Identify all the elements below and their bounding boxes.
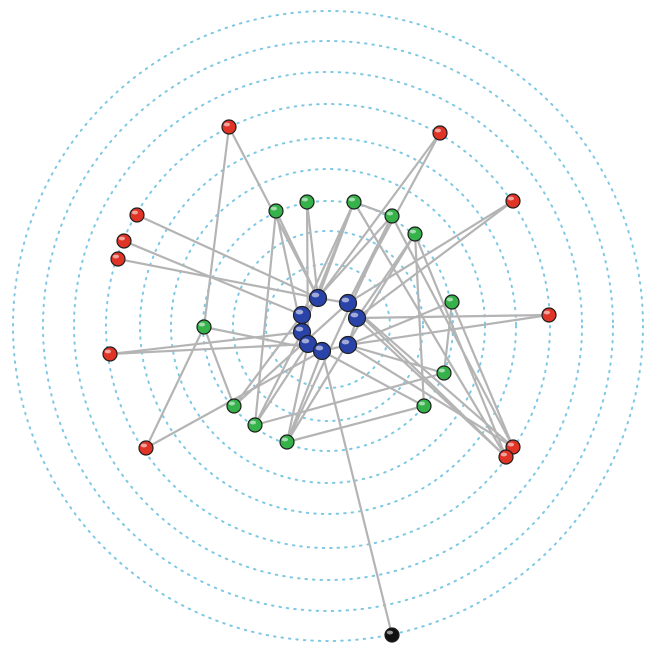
ring-6 [105, 103, 551, 549]
inner-node[interactable] [407, 226, 423, 242]
edge-r10-b6 [347, 344, 514, 448]
inner-node[interactable] [247, 417, 263, 433]
edge-g6-g8 [442, 301, 454, 374]
edge-r2-b1 [317, 132, 441, 299]
inner-node[interactable] [299, 194, 315, 210]
inner-node[interactable] [444, 294, 460, 310]
edge-g11-b7 [254, 343, 309, 426]
edge-g3-b5 [300, 201, 356, 333]
edge-g5-g9 [413, 233, 426, 407]
outer-node[interactable] [221, 119, 237, 135]
edge-g9-b8 [321, 350, 425, 407]
ring-2 [232, 230, 424, 422]
edge-r11-b2 [347, 302, 507, 458]
edge-g6-b6 [347, 300, 453, 347]
anchor-node[interactable] [384, 627, 400, 643]
edge-g7-g10 [202, 326, 236, 407]
inner-node[interactable] [268, 203, 284, 219]
edge-r7-b4 [356, 313, 550, 320]
edge-g1-b1 [275, 210, 319, 299]
edge-r3-b4 [356, 200, 514, 319]
edge-g2-b7 [305, 201, 310, 345]
outer-node[interactable] [116, 233, 132, 249]
edge-g8-b6 [347, 343, 445, 375]
nodes [102, 119, 557, 643]
edge-r10-g4 [391, 215, 514, 448]
edge-r10-g6 [450, 301, 515, 448]
ring-9 [12, 10, 644, 642]
outer-node[interactable] [110, 251, 126, 267]
core-node[interactable] [338, 293, 358, 313]
ring-8 [42, 40, 614, 612]
core-node[interactable] [292, 305, 312, 325]
edge-r11-g5 [413, 233, 508, 458]
edge-g8-g11 [254, 371, 445, 427]
core-node[interactable] [312, 341, 332, 361]
edge-g12-b8 [285, 350, 324, 443]
edge-r6-b1 [117, 257, 319, 300]
outer-node[interactable] [505, 193, 521, 209]
core-node[interactable] [298, 334, 318, 354]
outer-node[interactable] [129, 207, 145, 223]
ring-1 [265, 263, 391, 389]
edge-g4-g12 [286, 215, 393, 443]
core-node[interactable] [308, 288, 328, 308]
core-node[interactable] [338, 335, 358, 355]
edge-r3-b2 [347, 200, 514, 304]
inner-node[interactable] [196, 319, 212, 335]
edge-g10-b3 [233, 314, 303, 407]
inner-node[interactable] [416, 398, 432, 414]
edge-r8-b7 [109, 342, 309, 356]
edge-g1-g11 [253, 210, 278, 426]
inner-node[interactable] [346, 194, 362, 210]
inner-node[interactable] [384, 208, 400, 224]
concentric-rings [12, 10, 644, 642]
inner-node[interactable] [279, 434, 295, 450]
edge-g12-b7 [285, 343, 310, 443]
edges [109, 126, 550, 636]
outer-node[interactable] [138, 440, 154, 456]
inner-node[interactable] [436, 365, 452, 381]
outer-node[interactable] [498, 449, 514, 465]
edge-r1-g7 [202, 126, 231, 328]
edge-g9-g12 [286, 404, 425, 444]
ring-5 [139, 137, 517, 515]
edge-r8-b5 [109, 330, 303, 356]
outer-node[interactable] [102, 346, 118, 362]
edge-k1-b8 [320, 350, 394, 636]
ring-4 [170, 168, 486, 484]
inner-node[interactable] [226, 398, 242, 414]
core-node[interactable] [347, 308, 367, 328]
edge-r9-g7 [145, 326, 205, 449]
edge-r4-b1 [136, 214, 319, 299]
outer-node[interactable] [541, 307, 557, 323]
outer-node[interactable] [432, 125, 448, 141]
edge-g11-b5 [254, 331, 303, 426]
ring-7 [73, 71, 583, 581]
